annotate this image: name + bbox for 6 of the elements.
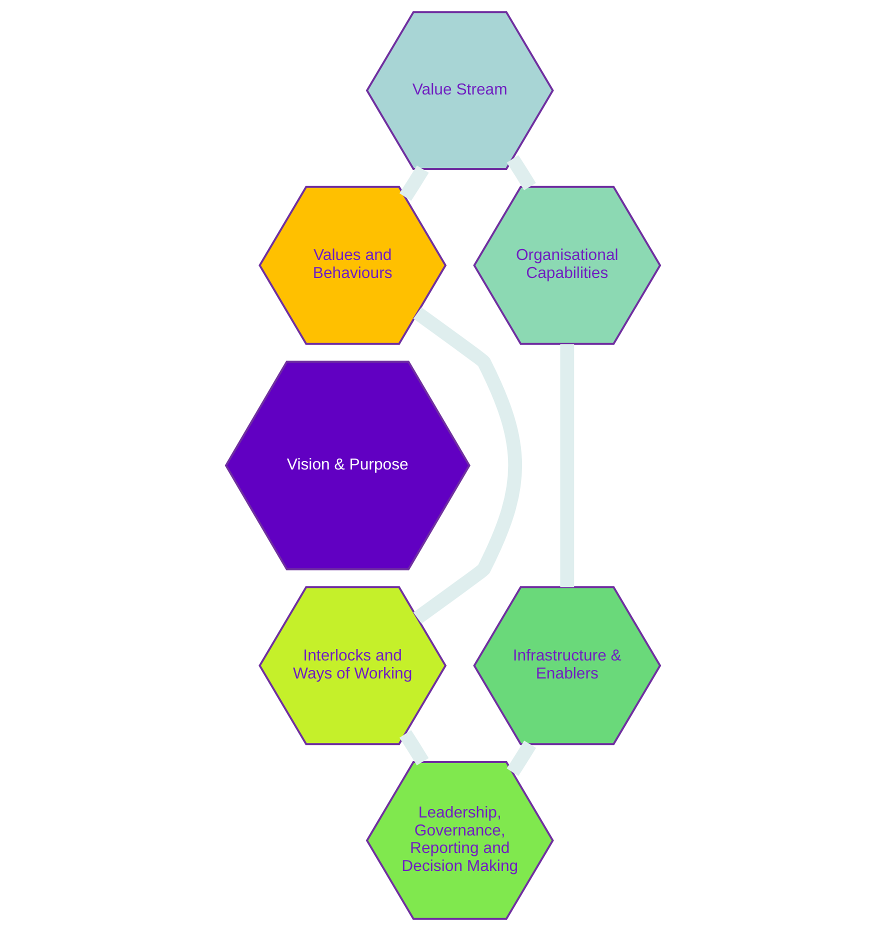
connector [506,155,536,190]
connector [412,307,522,624]
connector [398,166,428,201]
connector [506,740,536,776]
connector [399,730,428,766]
connector [560,344,574,588]
